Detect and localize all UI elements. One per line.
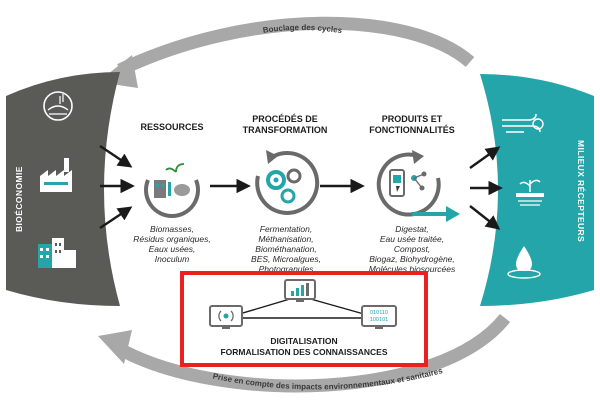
chart-monitor-icon [284, 279, 316, 302]
top-cycle-arc [117, 16, 475, 76]
svg-text:BES, Microalgues,: BES, Microalgues, [251, 254, 321, 264]
milieux-recepteurs-label: MILIEUX RÉCEPTEURS [576, 140, 586, 242]
teal-output-arrowhead [446, 206, 460, 222]
svg-text:Fermentation,: Fermentation, [260, 224, 312, 234]
svg-text:Photogranules: Photogranules [259, 264, 315, 274]
svg-text:Biométhanation,: Biométhanation, [255, 244, 316, 254]
top-arc-label: Bouclage des cycles [262, 23, 343, 35]
svg-text:Digestat,: Digestat, [395, 224, 429, 234]
bottom-cycle-arrowhead [98, 330, 132, 364]
water-drop-icon [507, 246, 541, 279]
factory-icon [40, 158, 72, 192]
svg-text:Biogaz, Biohydrogène,: Biogaz, Biohydrogène, [369, 254, 455, 264]
svg-text:Compost,: Compost, [394, 244, 430, 254]
procedes-title-line-2: TRANSFORMATION [243, 125, 328, 135]
bioeconomie-label: BIOÉCONOMIE [14, 166, 24, 232]
wind-air-icon [502, 113, 544, 133]
wireless-monitor-icon [209, 305, 243, 329]
svg-text:Inoculum: Inoculum [155, 254, 190, 264]
produits-title-line-1: PRODUITS ET [382, 114, 443, 124]
produits-title-line-2: FONCTIONNALITÉS [369, 125, 455, 135]
svg-text:Molécules biosourcées: Molécules biosourcées [369, 264, 456, 274]
digitalisation-title-line-2: FORMALISATION DES CONNAISSANCES [220, 347, 387, 357]
procedes-icon [255, 150, 320, 215]
procedes-list: Fermentation, Méthanisation, Biométhanat… [251, 224, 321, 274]
produits-list: Digestat, Eau usée traitée, Compost, Bio… [369, 224, 456, 274]
arrow-in-bottom [99, 206, 133, 229]
binary-monitor-icon: 010110 100101 [361, 305, 397, 329]
city-icon [38, 238, 76, 268]
digitalisation-title-line-1: DIGITALISATION [270, 336, 337, 346]
svg-text:Méthanisation,: Méthanisation, [258, 234, 313, 244]
arrow-out-top [469, 146, 501, 169]
binary-line-2: 100101 [370, 317, 388, 323]
ressources-icon [144, 163, 200, 218]
arrow-in-top [99, 145, 133, 168]
ressources-title: RESSOURCES [140, 122, 203, 132]
svg-text:Eaux usées,: Eaux usées, [149, 244, 196, 254]
produits-icon [376, 150, 441, 217]
soil-plant-icon [516, 179, 544, 206]
ressources-list: Biomasses, Résidus organiques, Eaux usée… [133, 224, 211, 264]
farm-icon [43, 91, 73, 121]
bottom-cycle-arc [114, 313, 511, 393]
procedes-title-line-1: PROCÉDÉS DE [252, 114, 318, 124]
svg-text:Résidus organiques,: Résidus organiques, [133, 234, 211, 244]
svg-text:Eau usée traitée,: Eau usée traitée, [380, 234, 444, 244]
svg-text:Biomasses,: Biomasses, [150, 224, 194, 234]
binary-line-1: 010110 [370, 310, 388, 316]
arrow-out-bottom [469, 205, 501, 230]
